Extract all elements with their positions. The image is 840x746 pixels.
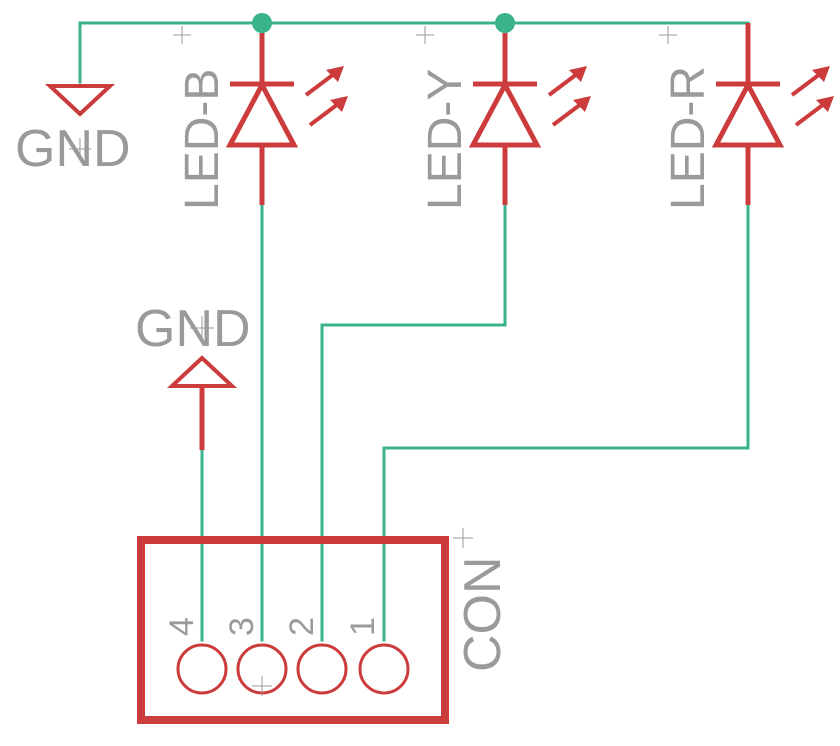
pin-4-pad-icon	[176, 643, 228, 695]
led-y-diode-icon	[468, 79, 542, 148]
gnd-top-label: GND	[15, 120, 131, 178]
pin-label-3: 3	[223, 617, 261, 636]
connector-pin-3[interactable]: 3	[223, 617, 288, 696]
led-r-label: LED-R	[662, 66, 715, 210]
gnd-symbol-top[interactable]: GND	[15, 84, 131, 178]
led-b-label: LED-B	[176, 69, 229, 210]
gnd-mid-label: GND	[135, 300, 251, 358]
wire-led-r-to-pin1[interactable]	[382, 203, 750, 642]
gnd-symbol-mid[interactable]: GND	[135, 300, 251, 450]
connector-pin-1[interactable]: 1	[344, 617, 410, 695]
pin-label-4: 4	[163, 617, 201, 636]
led-b[interactable]: LED-B	[173, 26, 348, 210]
connector-body	[137, 536, 449, 724]
connector-label: CON	[454, 556, 512, 672]
led-r-diode-icon	[711, 79, 785, 148]
junction-led-b	[252, 13, 272, 33]
led-b-diode-icon	[225, 79, 299, 148]
wire-led-y-to-pin2[interactable]	[320, 203, 507, 642]
led-b-light-arrows-icon	[304, 66, 348, 127]
pin-label-1: 1	[344, 617, 382, 636]
junction-led-y	[495, 13, 515, 33]
pin-2-pad-icon	[296, 643, 348, 695]
gnd-mid-triangle-icon	[166, 355, 238, 388]
led-y[interactable]: LED-Y	[416, 26, 591, 210]
connector-pin-4[interactable]: 4	[163, 617, 228, 695]
connector-pin-2[interactable]: 2	[283, 617, 348, 695]
led-r[interactable]: LED-R	[659, 23, 834, 210]
led-y-label: LED-Y	[419, 69, 472, 210]
led-r-light-arrows-icon	[790, 66, 834, 127]
pin-1-pad-icon	[358, 643, 410, 695]
led-y-light-arrows-icon	[547, 66, 591, 127]
pin-label-2: 2	[283, 617, 321, 636]
connector[interactable]: CON 4 3 2 1	[137, 528, 512, 724]
gnd-top-triangle-icon	[44, 84, 116, 117]
